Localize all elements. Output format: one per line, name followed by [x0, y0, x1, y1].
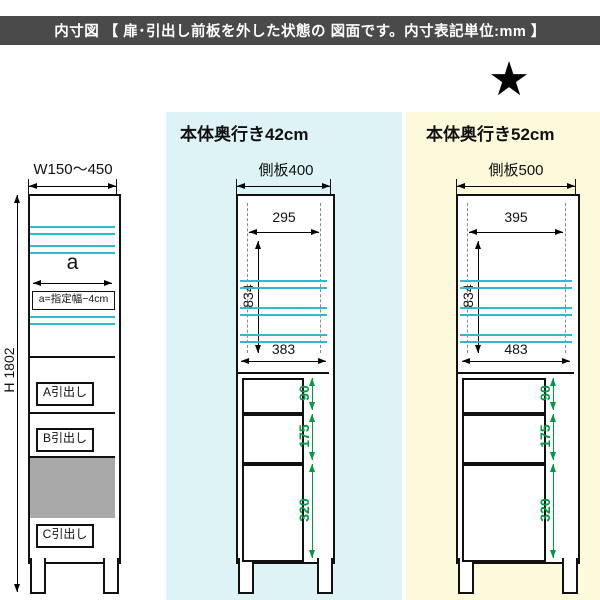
- depth52-top-width-label: 395: [504, 209, 528, 225]
- left-divider-3: [30, 456, 115, 458]
- depth52-drawer-a-height: 90: [536, 385, 553, 401]
- depth52-divider: [458, 372, 574, 374]
- depth42-width-tick-right: [330, 179, 331, 194]
- left-shelf-1: [30, 226, 115, 235]
- depth52-drawer-a-dim-arrow: [550, 378, 556, 410]
- left-shelf-width-letter: a: [66, 251, 79, 274]
- left-cabinet-width-label: W150～450: [33, 161, 113, 178]
- depth52-drawer-b-dim-arrow: [550, 414, 556, 460]
- left-cabinet-foot-right: [103, 558, 119, 594]
- depth52-top-width-arrow: [469, 229, 563, 235]
- depth52-drawer-c-height: 320: [536, 498, 553, 522]
- left-divider-1: [30, 356, 115, 358]
- depth52-shelf-height-arrow: [475, 241, 481, 353]
- depth42-drawer-a: [242, 378, 304, 414]
- depth52-foot-right: [562, 558, 578, 594]
- depth52-shelf-1: [460, 280, 572, 289]
- depth52-shelf-3: [460, 334, 572, 343]
- depth52-width-tick-right: [575, 179, 576, 194]
- depth42-foot-right: [317, 558, 333, 594]
- depth52-width-dim-arrow: [457, 183, 575, 189]
- depth42-bottom-width-label: 383: [271, 341, 296, 357]
- depth42-width-tick-left: [236, 179, 237, 194]
- depth42-foot-left: [238, 558, 254, 594]
- left-cabinet-width-dim-arrow: [29, 183, 116, 189]
- left-shelf-3: [30, 316, 115, 325]
- depth42-shelf-3: [240, 334, 327, 343]
- star-icon: ★: [488, 52, 531, 105]
- left-shelf-width-dim-arrow: [33, 280, 112, 286]
- depth52-width-tick-left: [456, 179, 457, 194]
- left-shelf-width-note: a=指定幅−4cm: [32, 291, 115, 310]
- depth42-divider: [238, 372, 329, 374]
- left-drawer-b-label: B引出し: [36, 428, 94, 452]
- left-drawer-a-label: A引出し: [36, 382, 94, 406]
- left-drawer-c-label: C引出し: [36, 524, 94, 548]
- depth52-drawer-c: [462, 464, 546, 562]
- depth42-drawer-c-dim-arrow: [309, 464, 315, 558]
- title-bar: 内寸図 【 扉･引出し前板を外した状態の 図面です。内寸表記単位:mm 】: [0, 16, 600, 45]
- depth42-drawer-a-height: 90: [295, 385, 312, 401]
- depth42-top-width-arrow: [249, 229, 319, 235]
- left-cabinet-foot-left: [30, 558, 46, 594]
- depth52-drawer-a: [462, 378, 546, 414]
- left-shelf-2: [30, 245, 115, 254]
- left-cabinet-height-dim-arrow: [14, 195, 20, 592]
- left-width-tick-left: [28, 179, 29, 194]
- depth52-drawer-b: [462, 414, 546, 464]
- depth42-top-width-label: 295: [272, 209, 296, 225]
- depth42-width-dim-arrow: [237, 183, 330, 189]
- depth42-drawer-c-height: 320: [295, 498, 312, 522]
- depth52-shelf-2: [460, 307, 572, 316]
- left-cabinet-height-label: H 1802: [0, 347, 17, 393]
- depth42-drawer-b: [242, 414, 304, 464]
- depth42-drawer-b-dim-arrow: [309, 414, 315, 460]
- depth42-drawer-c: [242, 464, 304, 562]
- depth42-shelf-2: [240, 307, 327, 316]
- page-title: 内寸図 【 扉･引出し前板を外した状態の 図面です。内寸表記単位:mm 】: [54, 24, 546, 40]
- depth52-bottom-width-label: 483: [504, 341, 528, 357]
- depth52-guide-right: [565, 203, 566, 353]
- depth42-bottom-width-arrow: [241, 358, 326, 364]
- depth52-drawer-c-dim-arrow: [550, 464, 556, 558]
- left-divider-2: [30, 412, 115, 414]
- depth42-shelf-1: [240, 280, 327, 289]
- depth52-bottom-width-arrow: [462, 358, 570, 364]
- depth52-drawer-b-height: 175: [536, 424, 553, 448]
- depth42-panel-title: 本体奥行き42cm: [180, 125, 309, 144]
- depth42-sideboard-label: 側板400: [258, 162, 314, 179]
- depth52-panel-title: 本体奥行き52cm: [426, 125, 555, 144]
- depth42-drawer-a-dim-arrow: [309, 378, 315, 410]
- depth52-guide-left: [467, 203, 468, 353]
- left-void-area: [30, 458, 115, 518]
- depth42-guide-left: [247, 203, 248, 353]
- depth42-shelf-height-arrow: [255, 241, 261, 353]
- depth52-sideboard-label: 側板500: [488, 162, 544, 179]
- depth42-drawer-b-height: 175: [295, 424, 312, 448]
- depth52-foot-left: [458, 558, 474, 594]
- depth42-guide-right: [320, 203, 321, 353]
- left-width-tick-right: [116, 179, 117, 194]
